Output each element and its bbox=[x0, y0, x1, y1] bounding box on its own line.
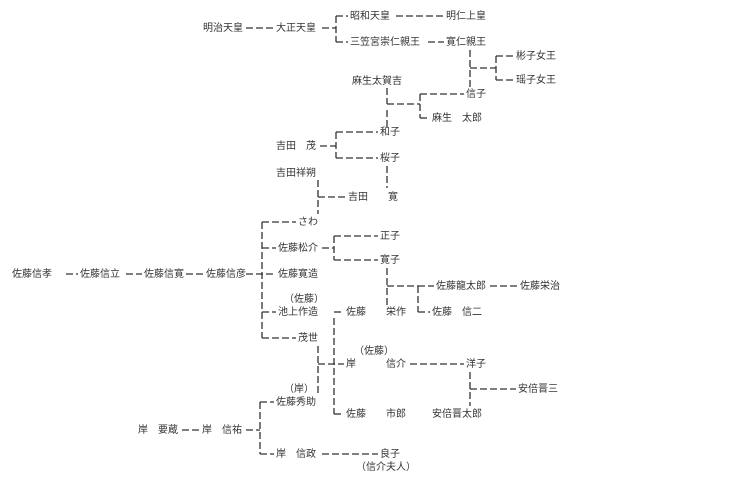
person-hidesuke: 佐藤秀助 bbox=[276, 395, 316, 408]
person-yoshida-shigeru: 吉田 茂 bbox=[276, 139, 316, 152]
person-sakurako: 桜子 bbox=[380, 151, 400, 164]
person-taisho: 大正天皇 bbox=[276, 21, 316, 34]
connector-lines bbox=[66, 15, 518, 455]
person-abe-shintaro: 安倍晋太郎 bbox=[432, 407, 482, 420]
person-ryutaro: 佐藤龍太郎 bbox=[436, 279, 486, 292]
person-yoshida-shosaku: 吉田祥朔 bbox=[276, 166, 316, 179]
person-eisaku: 佐藤 栄作 bbox=[346, 306, 406, 318]
person-ichiro: 佐藤 市郎 bbox=[346, 407, 406, 420]
person-nobuhiro: 佐藤信寛 bbox=[144, 267, 184, 280]
person-akihito: 明仁上皇 bbox=[446, 9, 486, 22]
person-yoko-daughter: 洋子 bbox=[466, 357, 486, 370]
person-akiko: 彬子女王 bbox=[516, 49, 556, 62]
person-kazuko: 和子 bbox=[380, 126, 400, 138]
person-abe-shinzo: 安倍晋三 bbox=[518, 382, 558, 395]
note-yoshiko: （信介夫人） bbox=[356, 461, 416, 473]
note-sato-2: （佐藤） bbox=[354, 345, 394, 357]
person-eiji: 佐藤栄治 bbox=[520, 279, 560, 292]
person-tomohito: 寛仁親王 bbox=[446, 35, 486, 48]
person-kaname: 岸 要蔵 bbox=[138, 423, 178, 436]
person-showa: 昭和天皇 bbox=[350, 9, 390, 22]
person-masako: 正子 bbox=[380, 230, 400, 242]
person-sawa: さわ bbox=[298, 216, 318, 228]
person-yoshida-kan: 吉田 寛 bbox=[348, 190, 398, 203]
person-kishi-nobusuke-2: 岸 信祐 bbox=[202, 423, 242, 436]
person-yoko: 瑶子女王 bbox=[516, 73, 556, 86]
person-nobuhiko: 佐藤信彦 bbox=[206, 267, 246, 280]
person-matsusuke: 佐藤松介 bbox=[278, 241, 318, 254]
note-kishi: （岸） bbox=[284, 383, 314, 395]
person-ikegami: 池上作造 bbox=[278, 305, 318, 318]
person-mikasa: 三笠宮崇仁親王 bbox=[350, 35, 420, 48]
person-kishi-nobumasa: 岸 信政 bbox=[276, 447, 316, 460]
person-nobuko: 信子 bbox=[466, 88, 486, 100]
person-meiji: 明治天皇 bbox=[203, 21, 243, 34]
person-labels: 明治天皇 大正天皇 昭和天皇 明仁上皇 三笠宮崇仁親王 寛仁親王 彬子女王 瑶子… bbox=[12, 9, 560, 473]
person-hiroko: 寛子 bbox=[380, 253, 400, 266]
person-shinji: 佐藤 信二 bbox=[432, 306, 482, 318]
note-sato-1: （佐藤） bbox=[284, 293, 324, 305]
person-nobutaka: 佐藤信孝 bbox=[12, 268, 52, 280]
person-kanzo: 佐藤寛造 bbox=[278, 267, 318, 280]
person-yoshiko: 良子 bbox=[380, 447, 400, 460]
person-kishi-nobusuke: 岸 信介 bbox=[346, 358, 406, 370]
person-aso-taro: 麻生 太郎 bbox=[432, 111, 482, 124]
person-nobutatsu: 佐藤信立 bbox=[80, 267, 120, 280]
person-moyo: 茂世 bbox=[298, 331, 318, 344]
person-aso-takakichi: 麻生太賀吉 bbox=[352, 74, 402, 87]
